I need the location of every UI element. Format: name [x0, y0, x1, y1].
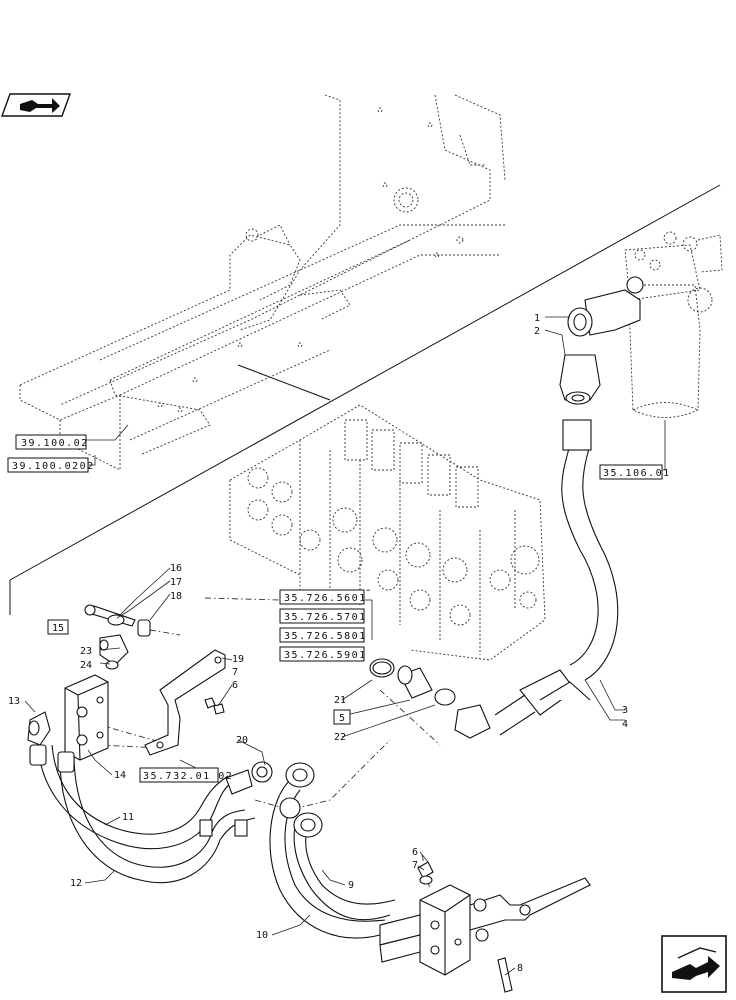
- svg-text:2: 2: [534, 326, 540, 337]
- svg-text:21: 21: [334, 695, 346, 706]
- fitting-pair: [99, 634, 129, 670]
- svg-text:24: 24: [80, 660, 92, 671]
- reference-35-726-5601[interactable]: 35.726.5601: [279, 589, 367, 605]
- hoses-9-10: [269, 762, 396, 939]
- valve-block: [27, 674, 109, 761]
- elbow-fitting: [567, 276, 644, 337]
- reference-35-732-01-02[interactable]: 35.732.01 02: [139, 767, 233, 783]
- reference-39-100-02[interactable]: 39.100.02: [15, 434, 89, 450]
- adapter-fitting: [559, 354, 601, 405]
- svg-text:23: 23: [80, 646, 92, 657]
- reference-35-726-5701[interactable]: 35.726.5701: [279, 608, 367, 624]
- svg-text:7: 7: [412, 860, 418, 871]
- leader-lines: [24, 316, 666, 976]
- svg-text:1: 1: [534, 313, 540, 324]
- hoses-11-12: [29, 744, 273, 884]
- main-hose: [454, 419, 619, 739]
- callout-15-box: 15: [47, 619, 69, 635]
- svg-text:8: 8: [517, 963, 523, 974]
- reference-39-100-0202[interactable]: 39.100.0202: [7, 457, 95, 473]
- svg-text:10: 10: [256, 930, 268, 941]
- o-ring-fittings: [369, 658, 456, 706]
- svg-text:16: 16: [170, 563, 182, 574]
- svg-text:17: 17: [170, 577, 182, 588]
- svg-text:9: 9: [348, 880, 354, 891]
- svg-text:5: 5: [339, 713, 345, 724]
- svg-text:35.726.5701: 35.726.5701: [284, 612, 367, 623]
- lower-valve-block: [379, 861, 591, 993]
- callout-5-box: 5: [333, 709, 351, 725]
- svg-text:4: 4: [622, 719, 628, 730]
- svg-text:6: 6: [412, 847, 418, 858]
- callout-labels: 1 2 3 4 6 7 19 16 17 18 23 24 13 14 20 2…: [8, 313, 628, 974]
- mounting-bracket: [144, 649, 226, 756]
- svg-text:22: 22: [334, 732, 346, 743]
- reference-35-726-5801[interactable]: 35.726.5801: [279, 627, 367, 643]
- svg-text:35.726.5901: 35.726.5901: [284, 650, 367, 661]
- svg-text:35.726.5601: 35.726.5601: [284, 593, 367, 604]
- svg-text:19: 19: [232, 654, 244, 665]
- svg-text:6: 6: [232, 680, 238, 691]
- chassis-frame: [19, 94, 506, 471]
- hydraulic-filter: [624, 231, 723, 418]
- reference-35-726-5901[interactable]: 35.726.5901: [279, 646, 367, 662]
- svg-text:15: 15: [52, 623, 64, 634]
- section-divider: [9, 184, 721, 615]
- reference-35-106-01[interactable]: 35.106.01: [599, 464, 671, 480]
- next-page-arrow-icon[interactable]: [661, 935, 727, 993]
- svg-text:14: 14: [114, 770, 126, 781]
- svg-text:39.100.0202: 39.100.0202: [12, 461, 95, 472]
- svg-text:39.100.02: 39.100.02: [21, 438, 89, 449]
- svg-text:13: 13: [8, 696, 20, 707]
- svg-text:3: 3: [622, 705, 628, 716]
- svg-text:18: 18: [170, 591, 182, 602]
- svg-text:35.106.01: 35.106.01: [603, 468, 671, 479]
- svg-text:7: 7: [232, 667, 238, 678]
- svg-text:35.726.5801: 35.726.5801: [284, 631, 367, 642]
- bolt-washer-spacer: [84, 604, 151, 637]
- book-arrow-icon[interactable]: [1, 93, 71, 117]
- svg-text:12: 12: [70, 878, 82, 889]
- svg-text:20: 20: [236, 735, 248, 746]
- svg-text:11: 11: [122, 812, 134, 823]
- control-valve-assembly: [229, 404, 546, 661]
- svg-text:35.732.01 02: 35.732.01 02: [143, 771, 233, 782]
